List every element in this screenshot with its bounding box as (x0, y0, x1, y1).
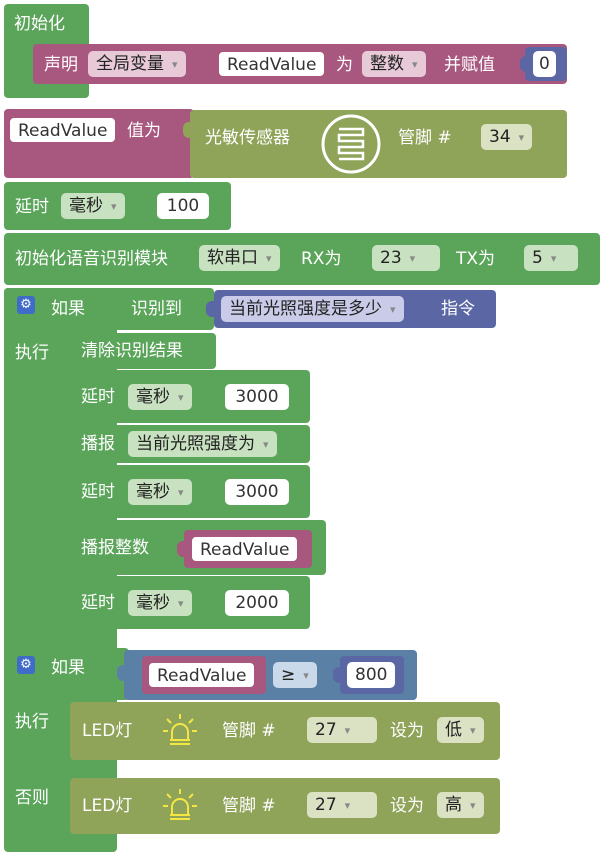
led-pin-dropdown[interactable]: 27 (307, 792, 377, 818)
voice-init-label: 初始化语音识别模块 (15, 249, 168, 269)
rx-pin-dropdown[interactable]: 23 (372, 245, 440, 271)
declare-label: 声明 (44, 55, 78, 75)
tx-label: TX为 (456, 249, 496, 269)
phrase-dropdown[interactable]: 当前光照强度为 (128, 431, 277, 457)
delay-label: 延时 (81, 387, 115, 407)
if-label: 如果 (51, 658, 85, 678)
type-dropdown[interactable]: 整数 (362, 51, 426, 77)
recognized-label: 识别到 (131, 299, 182, 319)
led-block[interactable] (70, 702, 500, 760)
led-state-dropdown[interactable]: 低 (437, 717, 484, 743)
input-notch (183, 122, 195, 138)
init-value-field[interactable]: 0 (533, 51, 556, 77)
led-icon (158, 783, 202, 827)
compare-value-field[interactable]: 800 (347, 662, 395, 688)
variable-chip[interactable]: ReadValue (191, 536, 299, 562)
led-label: LED灯 (82, 796, 133, 816)
else-label: 否则 (15, 788, 49, 808)
input-notch (210, 484, 222, 500)
gear-icon[interactable]: ⚙ (17, 656, 35, 674)
init-label: 初始化 (14, 14, 65, 34)
set-label: 设为 (390, 721, 424, 741)
rx-label: RX为 (301, 249, 342, 269)
input-notch (293, 723, 305, 739)
do-label: 执行 (15, 343, 49, 363)
input-notch (358, 251, 370, 267)
clear-label: 清除识别结果 (81, 341, 183, 361)
variable-name-field[interactable]: ReadValue (218, 51, 326, 77)
delay-label: 延时 (81, 482, 115, 502)
if-header-bar (4, 288, 214, 330)
speak-integer-label: 播报整数 (81, 538, 149, 558)
sensor-label: 光敏传感器 (205, 128, 290, 148)
delay-value-field[interactable]: 3000 (225, 384, 289, 410)
input-notch (510, 251, 522, 267)
delay-unit-dropdown[interactable]: 毫秒 (128, 590, 192, 616)
assign-label: 并赋值 (444, 55, 495, 75)
delay-value-field[interactable]: 3000 (225, 479, 289, 505)
tx-pin-dropdown[interactable]: 5 (524, 245, 578, 271)
delay-value-field[interactable]: 2000 (225, 590, 289, 616)
input-notch (293, 798, 305, 814)
as-label: 为 (336, 55, 353, 75)
compare-variable[interactable]: ReadValue (148, 662, 256, 688)
led-label: LED灯 (82, 721, 133, 741)
input-notch (117, 665, 129, 681)
delay-unit-dropdown[interactable]: 毫秒 (128, 479, 192, 505)
value-label: 值为 (127, 121, 161, 141)
delay-label: 延时 (15, 197, 49, 217)
led-state-dropdown[interactable]: 高 (437, 792, 484, 818)
assign-variable[interactable]: ReadValue (9, 117, 117, 143)
voice-init-block[interactable] (4, 233, 600, 285)
set-label: 设为 (390, 796, 424, 816)
delay-unit-dropdown[interactable]: 毫秒 (128, 384, 192, 410)
input-notch (206, 301, 218, 317)
input-notch (520, 56, 532, 72)
delay-label: 延时 (81, 593, 115, 613)
input-notch (468, 130, 480, 146)
delay-value-field[interactable]: 100 (157, 193, 209, 219)
do-label: 执行 (15, 712, 49, 732)
led-pin-dropdown[interactable]: 27 (307, 717, 377, 743)
input-notch (210, 389, 222, 405)
light-sensor-icon (320, 113, 382, 175)
gear-icon[interactable]: ⚙ (17, 296, 35, 314)
command-dropdown[interactable]: 当前光照强度是多少 (221, 296, 404, 322)
led-icon (158, 708, 202, 752)
sensor-pin-dropdown[interactable]: 34 (481, 124, 533, 150)
input-notch (177, 541, 189, 557)
delay-unit-dropdown[interactable]: 毫秒 (61, 193, 125, 219)
scope-dropdown[interactable]: 全局变量 (88, 51, 186, 77)
command-suffix: 指令 (441, 299, 475, 319)
input-notch (210, 595, 222, 611)
speak-label: 播报 (81, 434, 115, 454)
clear-result-block[interactable] (70, 333, 216, 369)
pin-label: 管脚 # (222, 796, 276, 816)
pin-label: 管脚 # (222, 721, 276, 741)
serial-port-dropdown[interactable]: 软串口 (199, 245, 280, 271)
led-block[interactable] (70, 778, 500, 834)
operator-dropdown[interactable]: ≥ (273, 662, 317, 688)
pin-label: 管脚 # (398, 128, 452, 148)
input-notch (143, 198, 155, 214)
if-label: 如果 (51, 299, 85, 319)
input-notch (333, 667, 345, 683)
